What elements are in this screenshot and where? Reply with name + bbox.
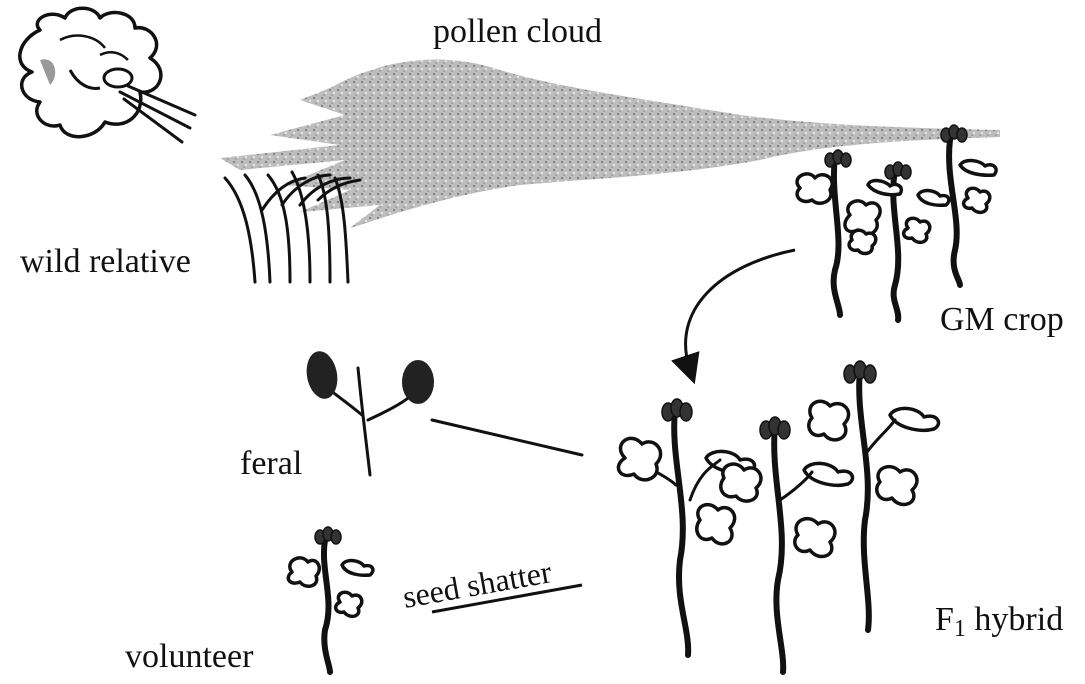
f1-hybrid-subscript: 1 (954, 616, 966, 642)
volunteer-label: volunteer (125, 638, 254, 675)
volunteer-plant (288, 527, 373, 672)
f1-hybrid-prefix: F (935, 601, 954, 638)
f1-hybrid-label: F1 hybrid (935, 601, 1063, 642)
feral-connector (432, 420, 582, 455)
wild-relative-plant (225, 172, 360, 282)
pollen-cloud (220, 60, 1000, 228)
wild-relative-label: wild relative (20, 243, 191, 280)
gene-flow-arrow (686, 250, 795, 370)
pollen-cloud-label: pollen cloud (433, 13, 602, 50)
gm-crop-label: GM crop (940, 301, 1064, 338)
feral-plant (303, 349, 434, 475)
seed-shatter-label: seed shatter (400, 553, 554, 615)
feral-label: feral (240, 445, 302, 482)
wind-cloud-icon (20, 8, 195, 142)
f1-hybrid-plants (618, 361, 938, 672)
gm-crop-plants (797, 125, 996, 320)
f1-hybrid-suffix: hybrid (966, 601, 1063, 638)
